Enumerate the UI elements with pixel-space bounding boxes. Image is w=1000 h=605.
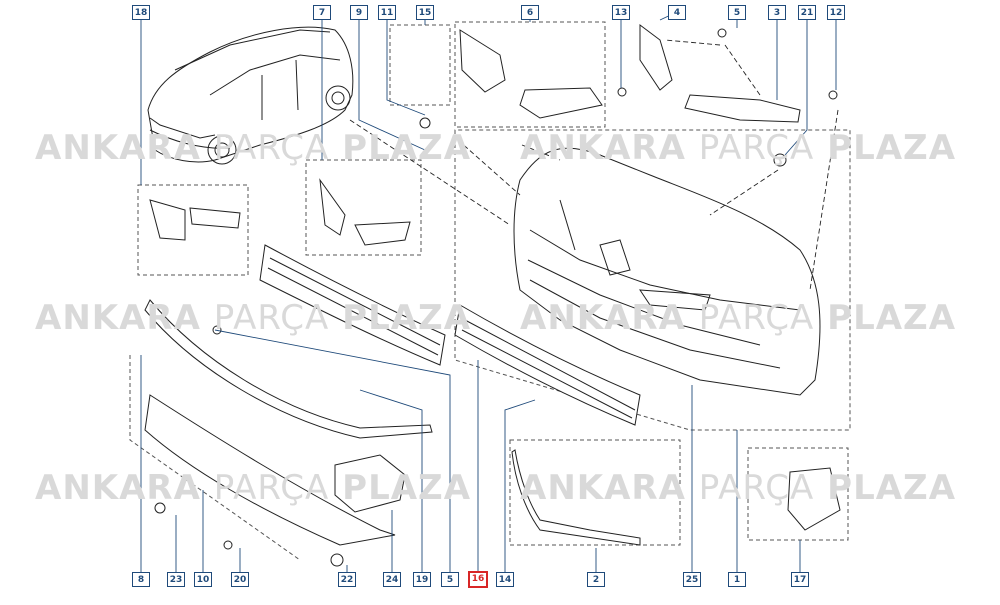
fog-cover-6 <box>459 29 506 93</box>
callout-6[interactable]: 6 <box>521 5 539 20</box>
callout-15[interactable]: 15 <box>416 5 434 20</box>
screw-12 <box>828 90 838 100</box>
watermark-text: ANKARA PARÇA PLAZA <box>35 298 472 338</box>
fog-frame-6 <box>519 87 603 119</box>
callout-1[interactable]: 1 <box>728 572 746 587</box>
callout-9[interactable]: 9 <box>350 5 368 20</box>
trim-strip-2 <box>511 449 641 546</box>
screw-13 <box>617 87 627 97</box>
callout-23[interactable]: 23 <box>167 572 185 587</box>
callout-13[interactable]: 13 <box>612 5 630 20</box>
group-box-2 <box>509 439 681 546</box>
callout-5[interactable]: 5 <box>728 5 746 20</box>
callout-16-selected[interactable]: 16 <box>468 571 488 588</box>
lower-undertray <box>144 394 396 546</box>
bracket-7 <box>319 178 346 236</box>
callout-7[interactable]: 7 <box>313 5 331 20</box>
callout-21[interactable]: 21 <box>798 5 816 20</box>
callout-20[interactable]: 20 <box>231 572 249 587</box>
callout-12[interactable]: 12 <box>827 5 845 20</box>
bracket-18 <box>149 199 186 241</box>
screw-5 <box>717 28 727 38</box>
spoiler-strip <box>144 299 433 439</box>
car-illustration <box>147 26 354 165</box>
callout-10[interactable]: 10 <box>194 572 212 587</box>
group-box-6 <box>454 21 606 128</box>
nut-22 <box>330 553 344 567</box>
callout-18[interactable]: 18 <box>132 5 150 20</box>
callout-22[interactable]: 22 <box>338 572 356 587</box>
clip-21 <box>773 153 787 167</box>
group-box-15 <box>389 24 451 106</box>
support-18 <box>189 207 241 229</box>
callout-24[interactable]: 24 <box>383 572 401 587</box>
bumper-drawing <box>513 147 821 396</box>
group-box-18 <box>137 184 249 276</box>
callout-3[interactable]: 3 <box>768 5 786 20</box>
group-box-7 <box>305 159 422 256</box>
trim-7 <box>354 221 411 246</box>
watermark-text: ANKARA PARÇA PLAZA <box>35 468 472 508</box>
callout-4[interactable]: 4 <box>668 5 686 20</box>
screw-11 <box>419 117 431 129</box>
watermark-text: ANKARA PARÇA PLAZA <box>35 128 472 168</box>
callout-11[interactable]: 11 <box>378 5 396 20</box>
callout-25[interactable]: 25 <box>683 572 701 587</box>
callout-17[interactable]: 17 <box>791 572 809 587</box>
watermark-text: ANKARA PARÇA PLAZA <box>520 468 957 508</box>
callout-2[interactable]: 2 <box>587 572 605 587</box>
group-box-bumper <box>454 129 851 431</box>
callout-8[interactable]: 8 <box>132 572 150 587</box>
group-box-17 <box>747 447 849 541</box>
screw-23 <box>154 502 166 514</box>
tow-eye-cover <box>334 454 406 513</box>
watermark-text: ANKARA PARÇA PLAZA <box>520 128 957 168</box>
callout-14[interactable]: 14 <box>496 572 514 587</box>
grille-lower <box>454 304 641 426</box>
fog-surround-17 <box>787 467 841 531</box>
watermark-text: ANKARA PARÇA PLAZA <box>520 298 957 338</box>
callout-5-bottom[interactable]: 5 <box>441 572 459 587</box>
guide-4 <box>639 24 673 91</box>
bracket-3 <box>684 94 801 123</box>
callout-19[interactable]: 19 <box>413 572 431 587</box>
screw-20 <box>223 540 233 550</box>
